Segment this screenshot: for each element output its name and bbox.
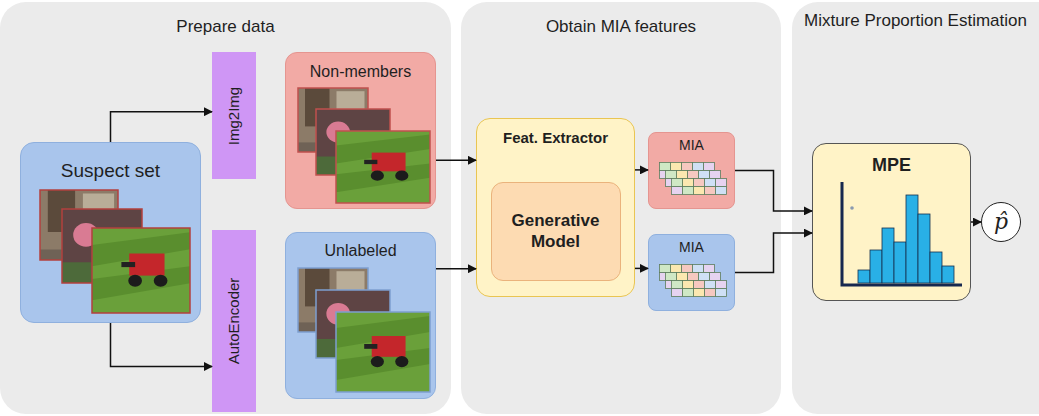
process-bar: Img2Img [212,52,256,179]
node-label: Obtain MIA features [461,16,781,37]
model-box: Generative Model [491,182,621,281]
flow-arrow [635,169,648,171]
process-bar: AutoEncoder [212,230,256,412]
node-label: Suspect set [21,159,200,183]
mia-feature-grid [660,163,727,297]
flow-arrow [111,323,213,367]
feature-box: MIA [648,234,735,311]
estimator-box: MPE [812,143,971,301]
node-label: Img2Img [225,86,244,144]
extractor-box: Feat. ExtractorGenerative Model [476,118,635,297]
node-label: p̂ [994,211,1008,233]
data-box: Unlabeled [285,232,436,399]
node-label: MPE [813,154,970,177]
data-box: Non-members [285,52,436,209]
node-label: Unlabeled [286,241,435,261]
node-label: MIA [649,137,734,155]
flow-arrow [971,221,981,223]
node-label: Feat. Extractor [477,129,634,148]
node-label: Non-members [286,62,435,82]
flow-arrow [635,268,648,270]
flow-arrow [436,268,476,270]
node-label: Generative Model [498,210,614,253]
suspect-box: Suspect set [20,142,201,323]
panel: Prepare dataSuspect set Img2ImgAutoEncode… [0,2,451,414]
node-label: Mixture Proportion Estimation [803,10,1028,31]
flow-arrow [111,112,213,142]
output-circle: p̂ [981,202,1021,242]
histogram-icon [842,182,962,285]
panel: Obtain MIA featuresFeat. ExtractorGenera… [461,2,781,414]
flow-arrow [735,233,812,272]
unlabeled-images [298,268,430,392]
flow-arrow [735,171,812,211]
panel: Mixture Proportion EstimationMPE p̂ [792,2,1039,414]
suspect-images [40,190,190,313]
node-label: Prepare data [0,16,451,37]
flow-arrow [436,160,476,162]
non-member-images [298,88,430,203]
node-label: AutoEncoder [225,278,244,365]
node-label: MIA [649,239,734,257]
feature-box: MIA [648,132,735,209]
